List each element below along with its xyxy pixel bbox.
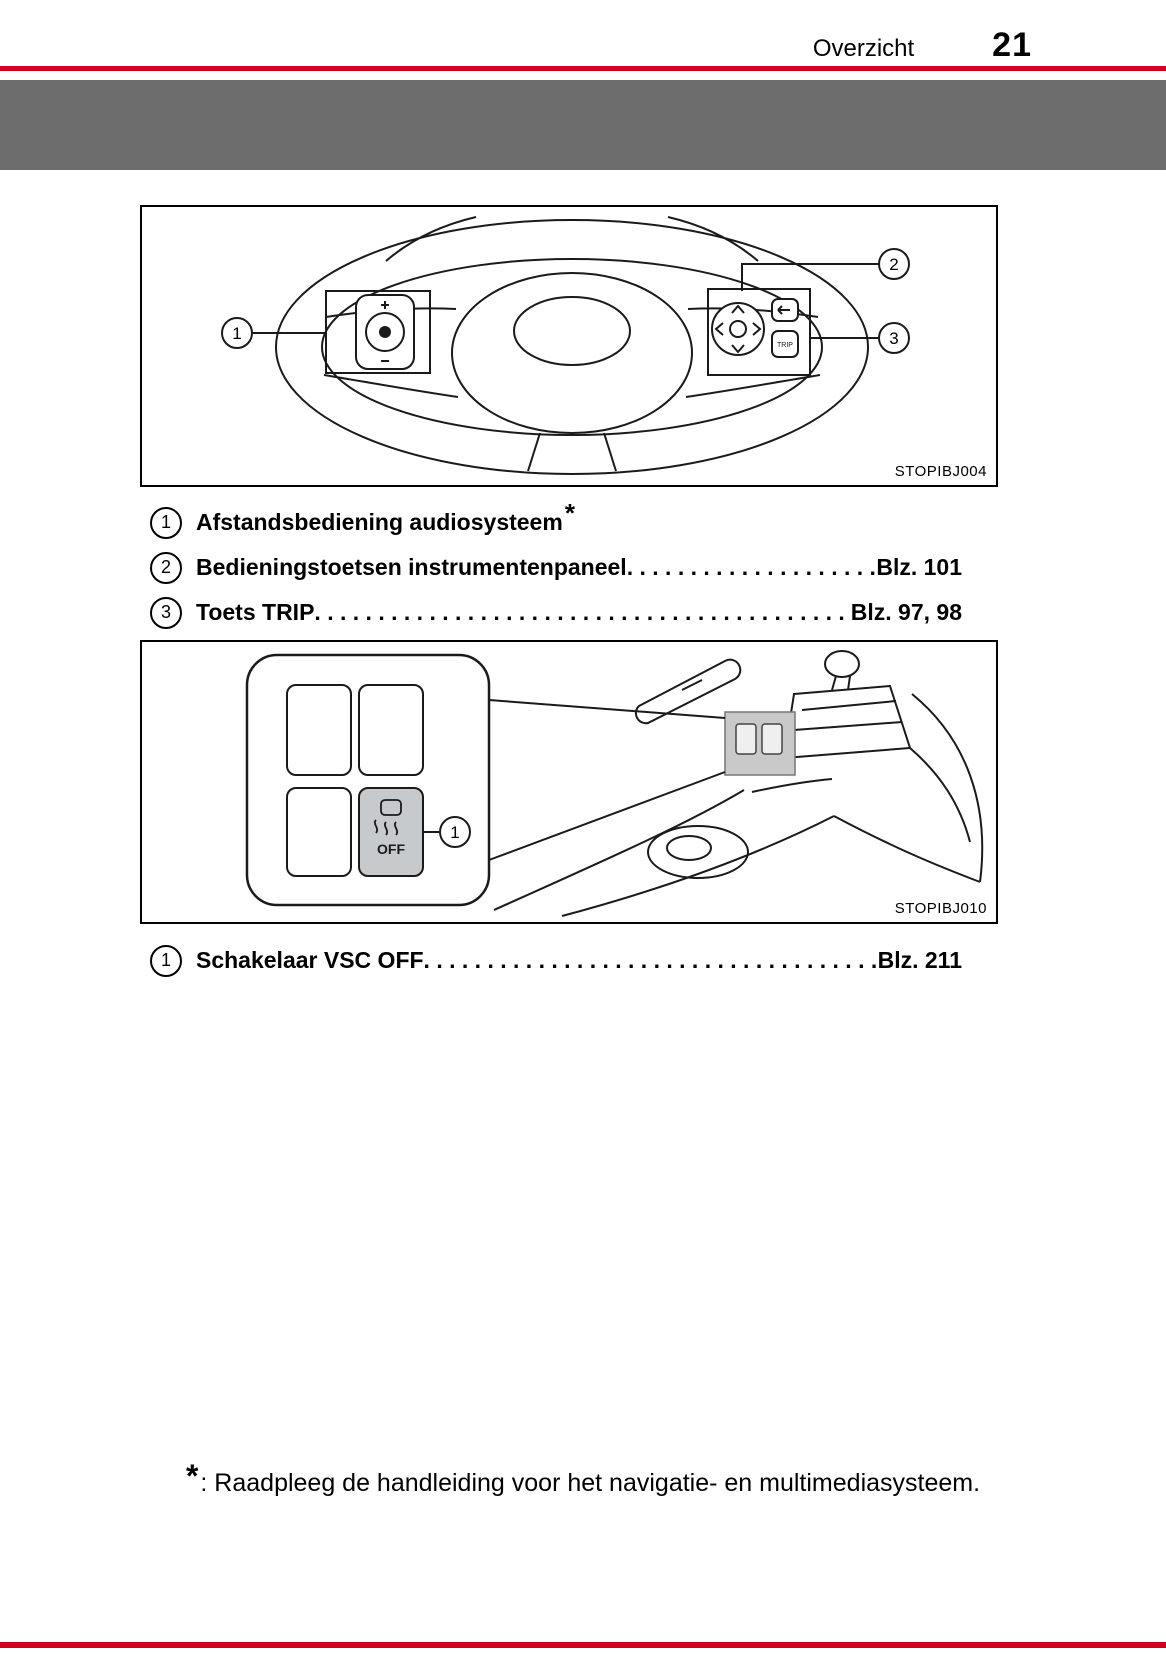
console-diagram: OFF 1 [245,650,984,917]
section-title: Overzicht [812,35,915,62]
list-item: 1 Afstandsbediening audiosysteem* [150,500,962,545]
footnote-text: : Raadpleeg de handleiding voor het navi… [200,1469,981,1497]
blank-switch [286,787,352,877]
switch-location-highlight [724,711,796,776]
dot-leader: . . . . . . . . . . . . . . . . . . . . … [626,554,877,580]
item-label-text: Afstandsbediening audiosysteem [196,509,563,535]
callout-1-number: 1 [450,823,459,842]
item-label: Toets TRIP [196,599,315,625]
page-ref: Blz. 97, 98 [850,599,962,625]
switch-panel-zoom: OFF [245,653,491,907]
instrument-panel-controls: TRIP [711,298,799,358]
steering-wheel-diagram: TRIP 1 2 3 [221,216,910,475]
asterisk-mark: * [185,1458,199,1494]
steering-wheel-legend: 1 Afstandsbediening audiosysteem* 2 Bedi… [150,500,962,635]
trip-button-label: TRIP [777,342,793,349]
circled-number: 2 [150,551,182,584]
page-number: 21 [992,26,1032,64]
steering-wheel-drawing: TRIP 1 2 3 [221,216,910,475]
page-ref: Blz. 101 [876,554,962,580]
console-drawing: OFF 1 [245,650,984,917]
console-legend: 1 Schakelaar VSC OFF . . . . . . . . . .… [150,938,962,983]
list-item: 3 Toets TRIP . . . . . . . . . . . . . .… [150,590,962,635]
section-banner [0,80,1166,170]
blank-switch [358,684,424,776]
vsc-off-icon [373,799,402,836]
item-label: Bedieningstoetsen instrumentenpaneel [196,554,627,580]
list-item: 1 Schakelaar VSC OFF . . . . . . . . . .… [150,938,962,983]
figure-code: STOPIBJ010 [894,900,987,917]
callout-1-circle [221,317,253,349]
blank-switch [286,684,352,776]
circled-number: 1 [150,944,182,977]
bottom-red-rule [0,1642,1166,1648]
item-label: Afstandsbediening audiosysteem* [196,500,575,536]
figure-steering-wheel: TRIP 1 2 3 STOPIBJ004 [140,205,998,487]
page-header: Overzicht 21 [813,26,1032,65]
callout-frame-right [707,288,811,376]
callout-3-number: 3 [889,329,898,348]
vsc-off-button [358,787,424,877]
callout-3-circle [878,322,910,354]
callout-2-circle [878,248,910,280]
figure-console-vsc: OFF 1 STOPIBJ010 [140,640,998,924]
gear-shifter [782,650,912,760]
figure-code: STOPIBJ004 [894,463,987,480]
list-item: 2 Bedieningstoetsen instrumentenpaneel .… [150,545,962,590]
page-ref: Blz. 211 [877,947,962,973]
circled-number: 3 [150,596,182,629]
circled-number: 1 [150,506,182,539]
audio-remote-controls [355,294,415,370]
dot-leader: . . . . . . . . . . . . . . . . . . . . … [423,947,878,973]
top-red-rule [0,66,1166,71]
callout-1-circle [439,816,471,848]
callout-1-number: 1 [232,324,241,343]
dot-leader: . . . . . . . . . . . . . . . . . . . . … [314,599,851,625]
callout-2-number: 2 [889,255,898,274]
handbrake-lever [634,658,742,725]
item-label: Schakelaar VSC OFF [196,947,424,973]
vsc-off-label: OFF [377,841,405,857]
asterisk-mark: * [564,498,575,528]
footnote: *: Raadpleeg de handleiding voor het nav… [0,1458,1166,1499]
